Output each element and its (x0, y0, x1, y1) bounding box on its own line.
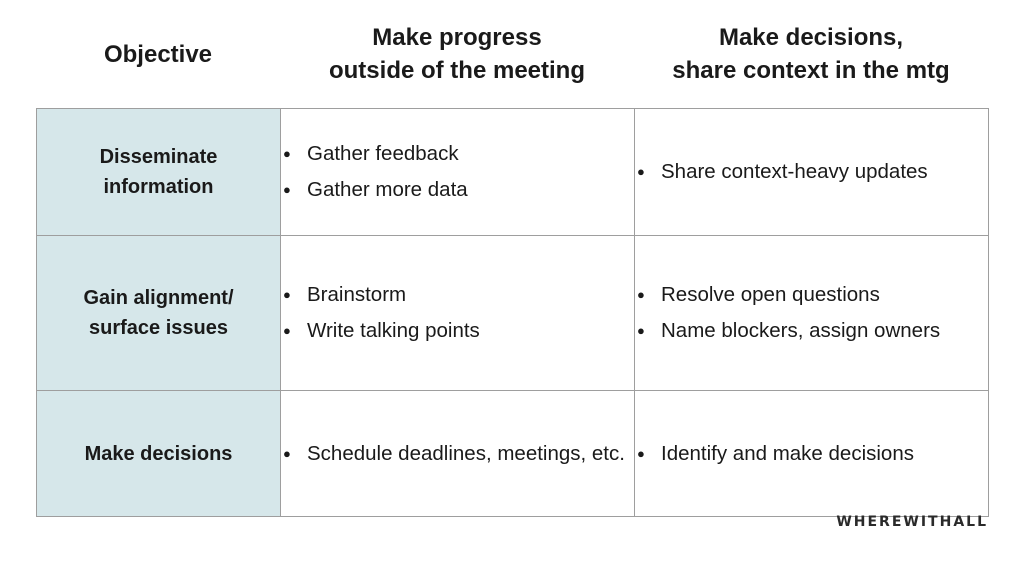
bullet-list: ● Identify and make decisions (635, 439, 988, 469)
row-heading-line: Make decisions (84, 442, 233, 465)
bullet-list: ● Gather feedback ● Gather more data (281, 139, 634, 205)
bullet-icon: ● (283, 323, 291, 338)
list-item: ● Schedule deadlines, meetings, etc. (281, 439, 634, 469)
header-objective: Objective (36, 0, 280, 108)
bullet-list: ● Resolve open questions ● Name blockers, … (635, 280, 988, 346)
brand-logo: WHEREWITHALL (836, 514, 988, 530)
list-item: ● Write talking points (281, 316, 634, 346)
list-item: ● Brainstorm (281, 280, 634, 310)
list-item-text: Share context-heavy updates (661, 160, 928, 183)
row-heading-make-decisions: Make decisions (36, 390, 281, 517)
header-make-progress: Make progress outside of the meeting (280, 0, 634, 108)
header-make-decisions-line1: Make decisions, (718, 24, 904, 51)
bullet-icon: ● (637, 287, 645, 302)
list-item: ● Gather more data (281, 175, 634, 205)
row-heading-line: Gain alignment/ (83, 287, 234, 309)
list-item-text: Brainstorm (307, 283, 407, 306)
row-heading-line: Disseminate (99, 146, 218, 168)
bullet-icon: ● (283, 182, 291, 197)
bullet-icon: ● (283, 287, 291, 302)
table-header: Objective Make progress outside of the m… (0, 0, 1024, 108)
row-heading-line: information (103, 176, 214, 198)
cell-alignment-decisions: ● Resolve open questions ● Name blockers, … (634, 235, 989, 391)
bullet-list: ● Brainstorm ● Write talking points (281, 280, 634, 346)
list-item: ● Gather feedback (281, 139, 634, 169)
table-row: Disseminate information ● Gather feedback… (36, 108, 989, 236)
header-make-decisions-line2: share context in the mtg (672, 57, 950, 84)
row-heading-alignment: Gain alignment/ surface issues (36, 235, 281, 391)
bullet-icon: ● (283, 146, 291, 161)
list-item-text: Identify and make decisions (661, 441, 914, 465)
cell-disseminate-progress: ● Gather feedback ● Gather more data (280, 108, 635, 236)
cell-decisions-progress: ● Schedule deadlines, meetings, etc. (280, 390, 635, 517)
list-item-text: Name blockers, assign owners (661, 319, 941, 342)
table-row: Make decisions ● Schedule deadlines, meet… (36, 390, 989, 517)
cell-alignment-progress: ● Brainstorm ● Write talking points (280, 235, 635, 391)
bullet-icon: ● (637, 323, 645, 338)
cell-decisions-decisions: ● Identify and make decisions (634, 390, 989, 517)
table-row: Gain alignment/ surface issues ● Brainsto… (36, 235, 989, 391)
list-item-text: Gather more data (307, 178, 468, 201)
header-make-decisions: Make decisions, share context in the mtg (634, 0, 988, 108)
bullet-icon: ● (283, 445, 291, 461)
header-make-progress-line2: outside of the meeting (328, 57, 585, 84)
header-make-progress-line1: Make progress (372, 24, 542, 51)
row-heading-line: surface issues (89, 317, 228, 339)
row-heading-disseminate: Disseminate information (36, 108, 281, 236)
bullet-icon: ● (637, 164, 645, 179)
list-item-text: Gather feedback (307, 142, 459, 165)
header-objective-label: Objective (103, 40, 213, 68)
bullet-icon: ● (637, 445, 645, 461)
list-item: ● Share context-heavy updates (635, 157, 988, 187)
list-item-text: Schedule deadlines, meetings, etc. (307, 441, 625, 465)
list-item: ● Identify and make decisions (635, 439, 988, 469)
bullet-list: ● Schedule deadlines, meetings, etc. (281, 439, 634, 469)
bullet-list: ● Share context-heavy updates (635, 157, 988, 187)
list-item: ● Name blockers, assign owners (635, 316, 988, 346)
cell-disseminate-decisions: ● Share context-heavy updates (634, 108, 989, 236)
objectives-table: Disseminate information ● Gather feedback… (36, 108, 989, 517)
list-item-text: Write talking points (307, 319, 480, 342)
list-item-text: Resolve open questions (661, 283, 880, 306)
list-item: ● Resolve open questions (635, 280, 988, 310)
